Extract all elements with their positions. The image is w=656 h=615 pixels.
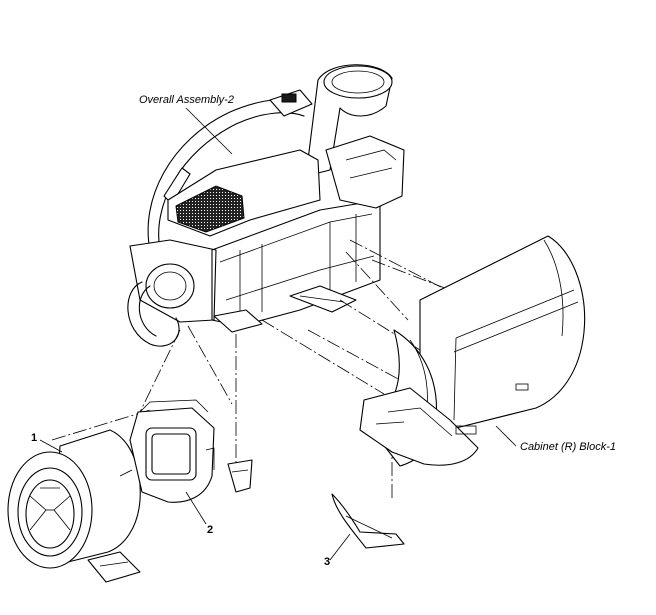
part-3-small-cover <box>331 493 405 549</box>
callout-3: 3 <box>324 556 331 568</box>
callout-2: 2 <box>207 524 214 536</box>
label-cabinet-r-block: Cabinet (R) Block-1 <box>520 441 616 453</box>
camcorder-main-body <box>127 64 405 347</box>
part-1-lens-cover <box>7 429 141 583</box>
label-overall-assembly: Overall Assembly-2 <box>139 94 234 106</box>
cabinet-right-block <box>359 235 586 467</box>
part-2-lens-frame <box>129 399 253 503</box>
callout-1: 1 <box>31 432 38 444</box>
leader-lines <box>39 107 517 561</box>
